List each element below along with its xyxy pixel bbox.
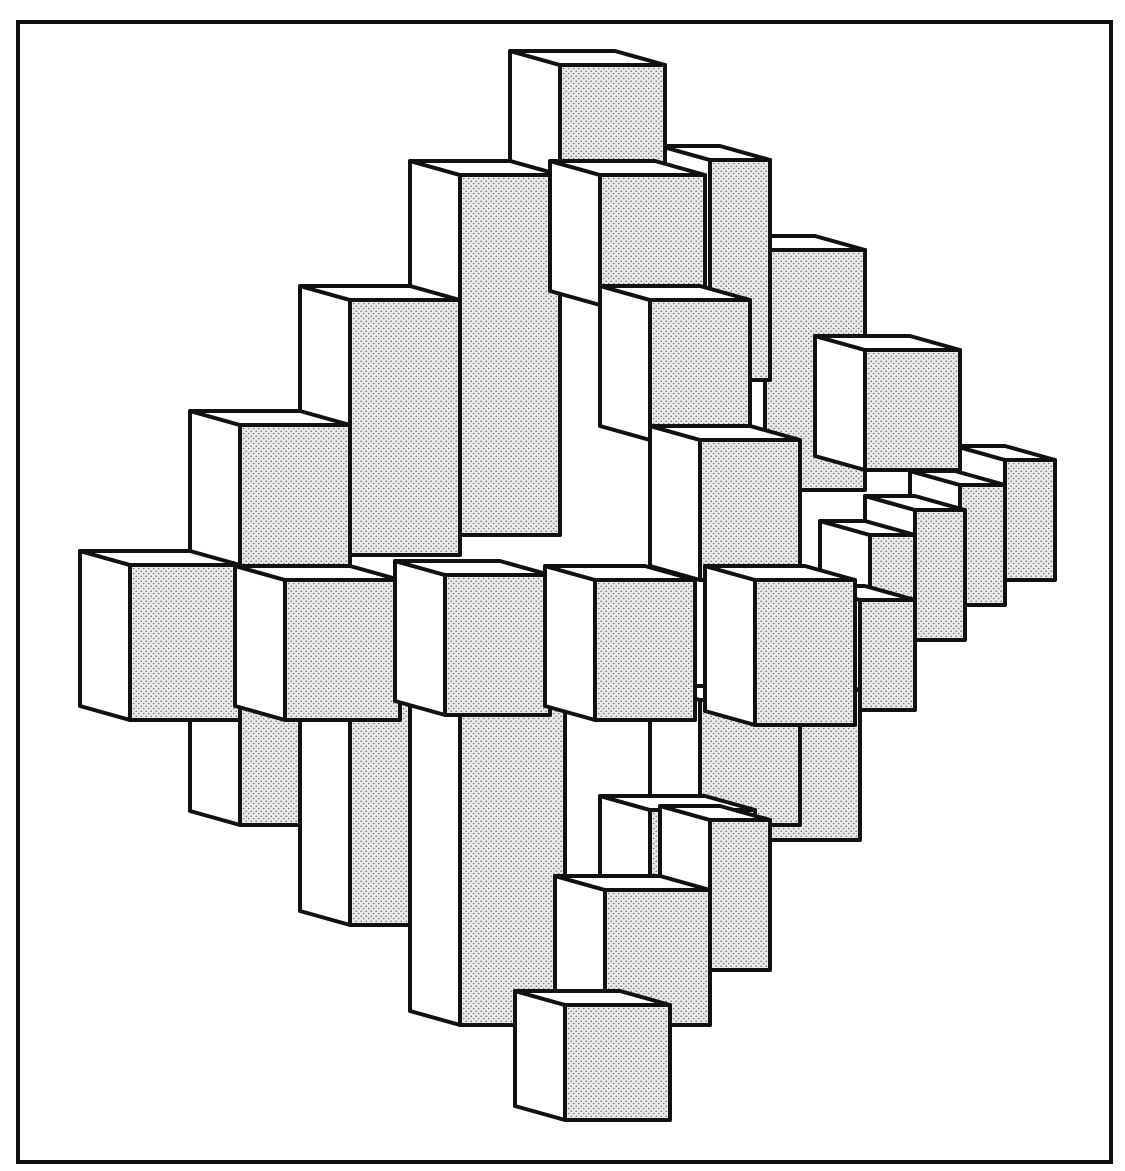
piece-side-face (703, 564, 757, 727)
piece-side-face (508, 49, 562, 177)
piece-side-face (598, 284, 652, 442)
piece-side-face (813, 334, 867, 472)
burr-piece (648, 424, 802, 582)
piece-side-face (188, 409, 242, 577)
piece-front-face (283, 578, 402, 722)
burr-piece (598, 284, 752, 442)
burr-piece (513, 989, 672, 1122)
piece-front-face (238, 423, 352, 577)
piece-side-face (513, 989, 567, 1122)
piece-front-face (563, 1003, 672, 1122)
piece-side-face (233, 564, 287, 722)
piece-front-face (858, 598, 917, 712)
piece-front-face (348, 298, 462, 557)
burr-piece (553, 874, 712, 1027)
piece-front-face (458, 698, 567, 1027)
piece-side-face (543, 564, 597, 722)
piece-side-face (648, 424, 702, 582)
piece-front-face (458, 173, 562, 537)
piece-front-face (128, 563, 242, 722)
piece-front-face (698, 438, 802, 582)
burr-piece (703, 564, 857, 727)
piece-side-face (393, 559, 447, 717)
piece-front-face (648, 298, 752, 442)
burr-piece (188, 409, 352, 577)
puzzle-pieces (78, 49, 1057, 1122)
piece-front-face (913, 508, 967, 642)
burr-piece (813, 334, 962, 472)
piece-front-face (1003, 458, 1057, 582)
burr-piece (408, 684, 567, 1027)
piece-front-face (603, 888, 712, 1027)
burr-piece (78, 549, 242, 722)
piece-front-face (443, 573, 552, 717)
burr-piece (543, 564, 697, 722)
piece-front-face (753, 578, 857, 727)
piece-side-face (548, 159, 602, 307)
piece-side-face (408, 684, 462, 1027)
piece-front-face (863, 348, 962, 472)
piece-front-face (558, 63, 667, 177)
piece-front-face (708, 818, 772, 972)
burr-piece (393, 559, 552, 717)
burr-piece (508, 49, 667, 177)
burr-piece (548, 159, 707, 307)
piece-front-face (593, 578, 697, 722)
piece-side-face (78, 549, 132, 722)
burr-piece (233, 564, 402, 722)
